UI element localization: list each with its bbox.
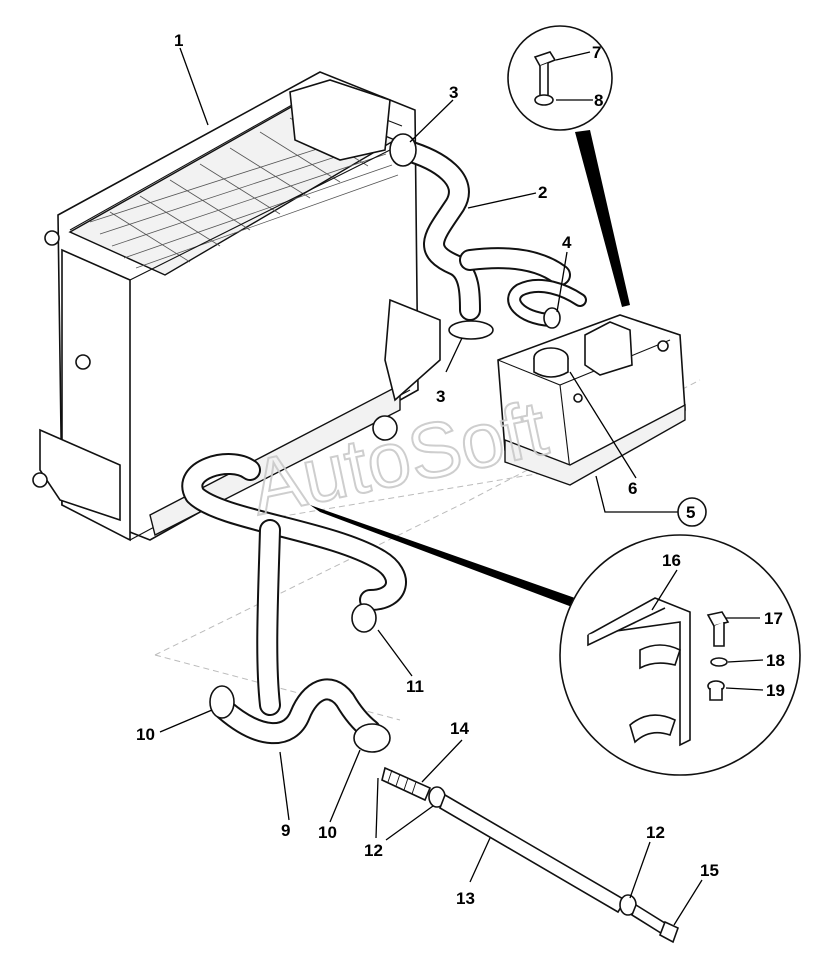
leader-lines [159, 47, 764, 926]
inset-bracket [310, 505, 801, 776]
callout-17: 17 [764, 609, 783, 628]
callout-12-right: 12 [646, 823, 665, 842]
callout-3-upper: 3 [449, 83, 458, 102]
hose-clamps-upper [389, 133, 561, 340]
callout-12-left: 12 [364, 841, 383, 860]
hose-clamps-lower [209, 603, 391, 753]
callout-19: 19 [766, 681, 785, 700]
heater-pipe [381, 766, 679, 944]
callout-18: 18 [766, 651, 785, 670]
callout-4: 4 [562, 233, 572, 252]
callout-9: 9 [281, 821, 290, 840]
callout-3-lower: 3 [436, 387, 445, 406]
callout-10-left: 10 [136, 725, 155, 744]
callout-16: 16 [662, 551, 681, 570]
inset-bolt-washer [507, 25, 630, 307]
top-hose [394, 139, 571, 321]
callout-15: 15 [700, 861, 719, 880]
bottom-hose [181, 453, 407, 745]
callout-7: 7 [592, 43, 601, 62]
callout-1: 1 [174, 31, 183, 50]
callout-8: 8 [594, 91, 603, 110]
callout-11: 11 [406, 677, 424, 696]
callout-10-right: 10 [318, 823, 337, 842]
bleed-hose [507, 278, 587, 327]
callout-2: 2 [538, 183, 547, 202]
callout-14: 14 [450, 719, 469, 738]
callout-13: 13 [456, 889, 475, 908]
callout-labels: 1 2 3 3 4 5 6 7 8 9 10 10 11 12 12 13 14… [136, 31, 785, 908]
callout-6: 6 [628, 479, 637, 498]
callout-5: 5 [686, 503, 695, 522]
expansion-tank [497, 314, 686, 486]
